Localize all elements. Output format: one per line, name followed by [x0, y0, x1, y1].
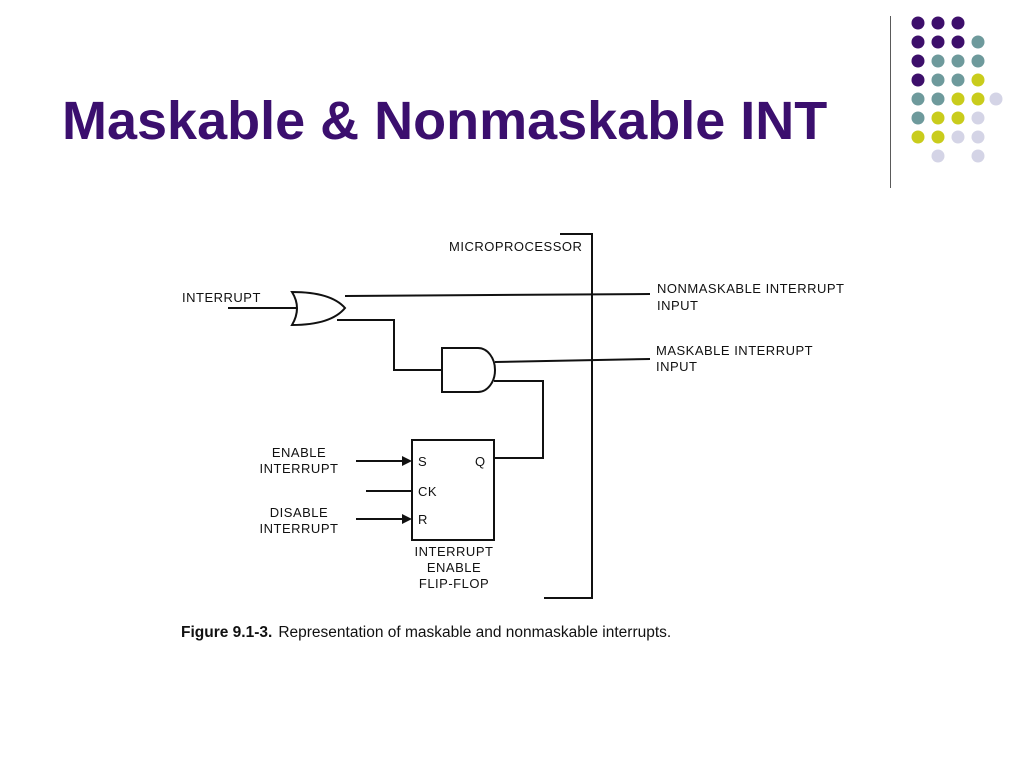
decor-dot — [931, 149, 945, 163]
decor-dot — [951, 111, 965, 125]
interrupt-label: INTERRUPT — [182, 290, 261, 305]
flipflop-label-line3: FLIP-FLOP — [419, 576, 489, 591]
decor-dot — [911, 16, 925, 30]
decor-dot — [971, 92, 985, 106]
decor-dot — [911, 35, 925, 49]
or-to-and-wire — [337, 319, 442, 371]
decor-dot — [911, 111, 925, 125]
decor-dot — [951, 92, 965, 106]
slide-title: Maskable & Nonmaskable INT — [62, 91, 828, 151]
disable-label-line2: INTERRUPT — [260, 521, 339, 536]
decor-dot — [971, 73, 985, 87]
maskable-label-line2: INPUT — [656, 359, 698, 374]
decor-dot — [931, 92, 945, 106]
nonmaskable-wire — [344, 293, 651, 297]
maskable-label-line1: MASKABLE INTERRUPT — [656, 343, 813, 358]
nonmaskable-label-line2: INPUT — [657, 298, 699, 313]
flipflop-label-line2: ENABLE — [427, 560, 481, 575]
pin-r-label: R — [418, 512, 428, 527]
microprocessor-boundary — [544, 233, 593, 599]
dot-group — [911, 16, 1003, 163]
decor-dot — [931, 35, 945, 49]
decor-dot — [989, 92, 1003, 106]
decor-dot — [931, 73, 945, 87]
decor-dot — [971, 35, 985, 49]
decor-dot — [931, 111, 945, 125]
decor-dot — [911, 130, 925, 144]
decor-dot — [931, 16, 945, 30]
flipflop-label-line1: INTERRUPT — [415, 544, 494, 559]
decor-dot — [911, 73, 925, 87]
decor-dot — [911, 54, 925, 68]
maskable-wire — [494, 358, 651, 363]
nonmaskable-label-line1: NONMASKABLE INTERRUPT — [657, 281, 844, 296]
figure-caption: Figure 9.1-3. Representation of maskable … — [181, 624, 671, 642]
dot-grid-decoration — [911, 16, 1003, 163]
enable-label-line1: ENABLE — [272, 445, 326, 460]
decor-dot — [971, 54, 985, 68]
disable-arrowhead — [402, 514, 412, 524]
pin-ck-label: CK — [418, 484, 437, 499]
decor-dot — [951, 73, 965, 87]
and-gate — [441, 347, 496, 393]
microprocessor-label: MICROPROCESSOR — [449, 239, 582, 254]
figure-number: Figure 9.1-3. — [181, 624, 273, 641]
decor-dot — [971, 130, 985, 144]
pin-s-label: S — [418, 454, 427, 469]
figure-caption-text: Representation of maskable and nonmaskab… — [278, 624, 672, 641]
disable-label-line1: DISABLE — [270, 505, 328, 520]
decor-dot — [931, 54, 945, 68]
decor-dot — [971, 111, 985, 125]
decor-dot — [971, 149, 985, 163]
pin-q-label: Q — [475, 454, 486, 469]
enable-arrowhead — [402, 456, 412, 466]
decor-dot — [951, 35, 965, 49]
decor-dot — [911, 92, 925, 106]
decor-dot — [951, 54, 965, 68]
decor-dot — [951, 130, 965, 144]
q-to-and-wire — [494, 380, 544, 459]
decor-dot — [951, 16, 965, 30]
divider-line — [890, 16, 891, 188]
decor-dot — [931, 130, 945, 144]
enable-label-line2: INTERRUPT — [260, 461, 339, 476]
